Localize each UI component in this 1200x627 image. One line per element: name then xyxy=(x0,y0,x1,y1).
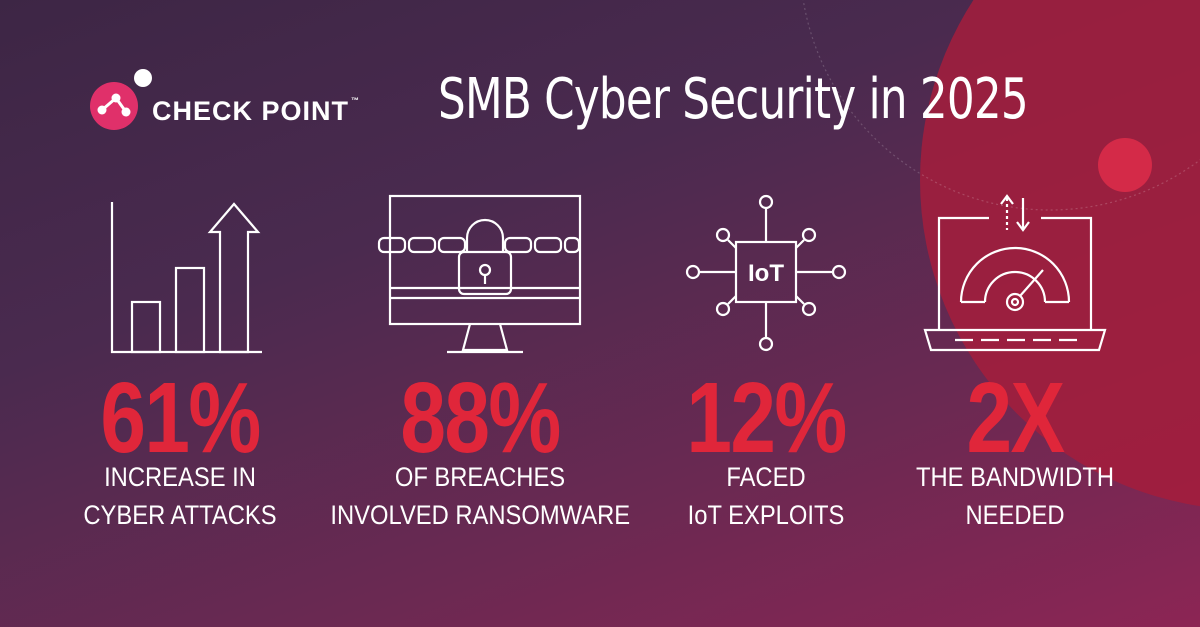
background-large-circle xyxy=(920,0,1200,507)
stat-label-line-1: THE BANDWIDTH xyxy=(916,462,1114,492)
iot-chip-icon: IoT xyxy=(685,194,847,352)
stat-value: 2X xyxy=(966,362,1065,474)
stat-increase-cyber-attacks: 61% INCREASE IN CYBER ATTACKS xyxy=(30,190,330,550)
stat-label: OF BREACHES INVOLVED RANSOMWARE xyxy=(330,458,631,534)
stat-value: 61% xyxy=(100,362,261,474)
stat-iot-exploits: IoT 12% FACED IoT EXPLOITS xyxy=(616,190,916,550)
stat-label-line-2: INVOLVED RANSOMWARE xyxy=(330,500,631,530)
locked-monitor-icon xyxy=(377,194,582,354)
stat-value: 88% xyxy=(400,362,561,474)
stat-label-line-1: OF BREACHES xyxy=(394,462,566,492)
rising-bar-chart-icon xyxy=(110,202,262,354)
stat-ransomware-breaches: 88% OF BREACHES INVOLVED RANSOMWARE xyxy=(330,190,630,550)
stat-bandwidth-needed: 2X THE BANDWIDTH NEEDED xyxy=(865,190,1165,550)
check-point-logo-icon xyxy=(90,69,152,130)
logo-name: CHECK POINT xyxy=(152,96,350,126)
logo-trademark: ™ xyxy=(351,96,361,105)
stat-label: THE BANDWIDTH NEEDED xyxy=(865,458,1164,534)
stat-value: 12% xyxy=(686,362,847,474)
stat-label-line-2: CYBER ATTACKS xyxy=(83,500,277,530)
stat-label-line-1: FACED xyxy=(726,462,806,492)
stat-label-line-2: IoT EXPLOITS xyxy=(687,500,845,530)
page-title: SMB Cyber Security in 2025 xyxy=(438,67,1029,132)
stat-label: FACED IoT EXPLOITS xyxy=(616,458,915,534)
stat-label: INCREASE IN CYBER ATTACKS xyxy=(30,458,329,534)
stat-label-line-1: INCREASE IN xyxy=(104,462,256,492)
laptop-speedometer-icon xyxy=(923,194,1107,352)
background-small-circle xyxy=(1098,138,1152,192)
stat-label-line-2: NEEDED xyxy=(965,500,1065,530)
chip-label: IoT xyxy=(748,260,784,287)
